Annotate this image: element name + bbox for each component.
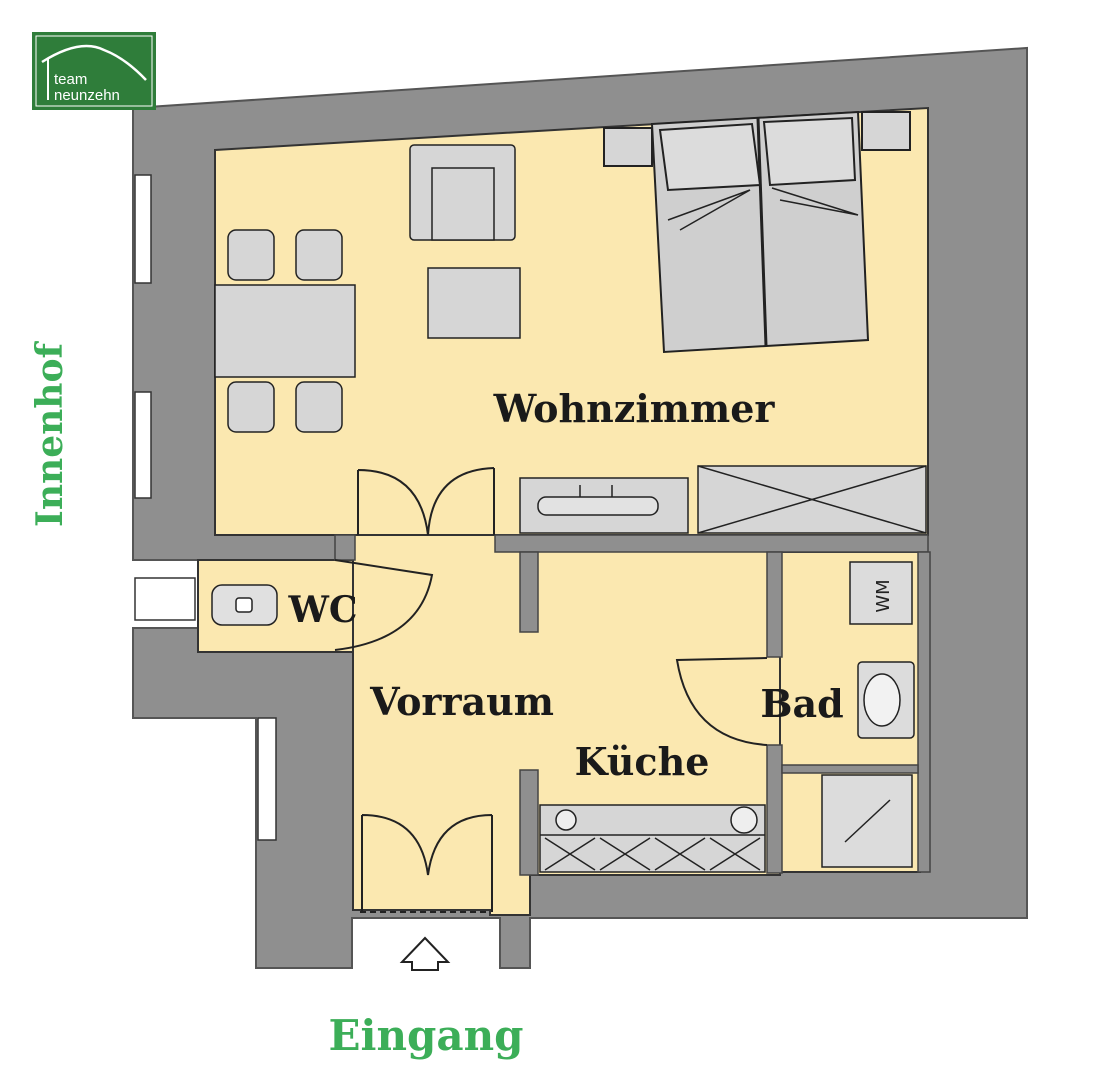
doors bbox=[334, 467, 768, 913]
wall-kitchen-bath bbox=[766, 551, 783, 658]
entrance-arrow-icon bbox=[399, 936, 451, 971]
wall-bath-right bbox=[917, 551, 931, 873]
dining-set bbox=[214, 229, 356, 433]
label-wohnzimmer: Wohnzimmer bbox=[493, 386, 776, 431]
chair bbox=[227, 229, 275, 281]
windows bbox=[134, 174, 277, 841]
wall-kitchen-bath-lower bbox=[766, 744, 783, 874]
window-living-top bbox=[134, 174, 152, 284]
wall-hall-kitchen-low bbox=[519, 769, 539, 876]
label-eingang: Eingang bbox=[329, 1011, 524, 1060]
window-living-bottom bbox=[134, 391, 152, 499]
chair bbox=[295, 229, 343, 281]
wall-bath-shower bbox=[781, 764, 919, 774]
door-living bbox=[357, 467, 495, 536]
window-hall bbox=[257, 717, 277, 841]
label-vorraum: Vorraum bbox=[369, 679, 554, 724]
tv-cabinet bbox=[519, 477, 689, 534]
wall-kitchen-stub bbox=[519, 551, 539, 633]
double-bed bbox=[603, 110, 911, 354]
label-kueche: Küche bbox=[575, 739, 710, 784]
roof-icon bbox=[41, 44, 147, 81]
door-bath bbox=[675, 657, 768, 746]
svg-text:WM: WM bbox=[873, 579, 894, 612]
label-wc: WC bbox=[287, 589, 357, 631]
chair bbox=[295, 381, 343, 433]
logo-line2: neunzehn bbox=[54, 87, 120, 104]
toilet bbox=[211, 584, 278, 626]
nightstand bbox=[861, 111, 911, 151]
window-wc bbox=[134, 577, 196, 621]
door-entrance bbox=[361, 814, 493, 912]
logo-line1: team bbox=[54, 71, 87, 88]
wardrobe bbox=[697, 465, 927, 534]
nightstand bbox=[603, 127, 653, 167]
side-table bbox=[427, 267, 521, 339]
label-bad: Bad bbox=[760, 681, 843, 726]
chair bbox=[227, 381, 275, 433]
door-wc bbox=[334, 559, 434, 651]
bath-fixtures: WM bbox=[821, 561, 915, 868]
wall-living-bottom bbox=[494, 534, 929, 553]
washing-machine-icon bbox=[849, 561, 913, 625]
kitchen-counter bbox=[539, 804, 766, 873]
label-innenhof: Innenhof bbox=[29, 341, 71, 527]
armchair bbox=[409, 144, 521, 339]
interior-walls bbox=[334, 534, 931, 876]
logo: team neunzehn bbox=[32, 32, 156, 110]
wall-wc-right bbox=[334, 534, 356, 561]
dining-table bbox=[214, 284, 356, 378]
